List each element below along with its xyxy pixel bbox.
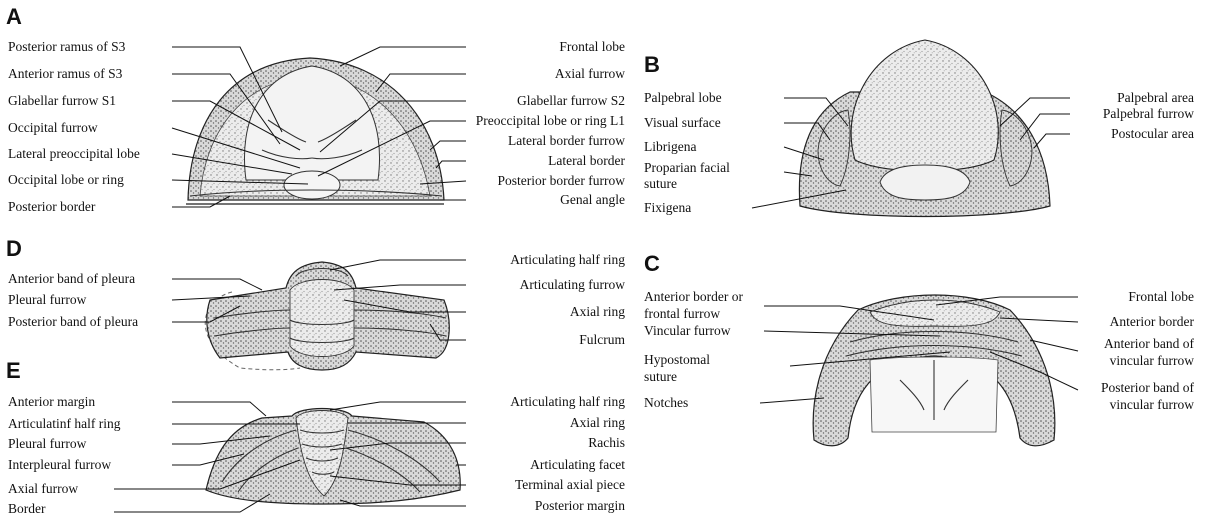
panel-a-right-labels: Frontal lobe Axial furrow Glabellar furr… bbox=[476, 39, 626, 207]
label-vincular-furrow: Vincular furrow bbox=[644, 323, 731, 338]
label-border: Border bbox=[8, 501, 46, 515]
label-terminal-axial-piece: Terminal axial piece bbox=[515, 477, 625, 492]
label-posterior-band-of-pleura: Posterior band of pleura bbox=[8, 314, 138, 329]
label-lateral-border: Lateral border bbox=[548, 153, 625, 168]
label-rachis: Rachis bbox=[588, 435, 625, 450]
label-hypostomal-suture: suture bbox=[644, 369, 677, 384]
panel-d: D Anterior band of pleura Pleural furrow bbox=[6, 236, 625, 370]
label-articulating-facet: Articulating facet bbox=[530, 457, 625, 472]
label-preoccipital-lobe: Preoccipital lobe or ring L1 bbox=[476, 113, 625, 128]
label-notches: Notches bbox=[644, 395, 688, 410]
label-visual-surface: Visual surface bbox=[644, 115, 721, 130]
panel-a-cephalon-drawing bbox=[186, 58, 444, 204]
panel-a-left-labels: Posterior ramus of S3 Anterior ramus of … bbox=[8, 39, 140, 214]
panel-b-letter: B bbox=[644, 52, 660, 77]
label-d-articulating-half-ring: Articulating half ring bbox=[510, 252, 625, 267]
label-palpebral-furrow: Palpebral furrow bbox=[1103, 106, 1194, 121]
label-posterior-border: Posterior border bbox=[8, 199, 96, 214]
label-genal-angle: Genal angle bbox=[560, 192, 625, 207]
label-anterior-margin: Anterior margin bbox=[8, 394, 95, 409]
label-hypostomal: Hypostomal bbox=[644, 352, 710, 367]
panel-a-letter: A bbox=[6, 4, 22, 29]
panel-e-letter: E bbox=[6, 358, 21, 383]
label-fixigena: Fixigena bbox=[644, 200, 691, 215]
panel-d-letter: D bbox=[6, 236, 22, 261]
label-palpebral-lobe: Palpebral lobe bbox=[644, 90, 722, 105]
label-anterior-border-or: Anterior border or bbox=[644, 289, 743, 304]
panel-c-hypostome-drawing bbox=[813, 295, 1055, 446]
panel-c: C Anterior border or frontal furrow Vinc… bbox=[644, 251, 1195, 446]
label-articulatinf-half-ring: Articulatinf half ring bbox=[8, 416, 121, 431]
label-lateral-preoccipital-lobe: Lateral preoccipital lobe bbox=[8, 146, 140, 161]
label-fulcrum: Fulcrum bbox=[579, 332, 625, 347]
label-interpleural-furrow: Interpleural furrow bbox=[8, 457, 111, 472]
panel-d-thoracic-segment-drawing bbox=[205, 262, 449, 370]
label-axial-furrow: Axial furrow bbox=[555, 66, 625, 81]
label-frontal-furrow: frontal furrow bbox=[644, 306, 720, 321]
label-anterior-band-vincular: vincular furrow bbox=[1110, 353, 1195, 368]
panel-c-letter: C bbox=[644, 251, 660, 276]
label-glabellar-furrow-s2: Glabellar furrow S2 bbox=[517, 93, 625, 108]
label-posterior-band: Posterior band of bbox=[1101, 380, 1194, 395]
label-posterior-margin: Posterior margin bbox=[535, 498, 625, 513]
label-e-axial-furrow: Axial furrow bbox=[8, 481, 78, 496]
label-suture: suture bbox=[644, 176, 677, 191]
label-postocular-area: Postocular area bbox=[1111, 126, 1194, 141]
panel-b-cephalon-drawing bbox=[799, 40, 1050, 217]
label-c-frontal-lobe: Frontal lobe bbox=[1128, 289, 1194, 304]
label-palpebral-area: Palpebral area bbox=[1117, 90, 1194, 105]
panel-a: A bbox=[6, 4, 626, 214]
label-occipital-furrow: Occipital furrow bbox=[8, 120, 98, 135]
label-lateral-border-furrow: Lateral border furrow bbox=[508, 133, 625, 148]
label-c-anterior-border: Anterior border bbox=[1110, 314, 1195, 329]
label-occipital-lobe-or-ring: Occipital lobe or ring bbox=[8, 172, 124, 187]
label-posterior-band-vincular: vincular furrow bbox=[1110, 397, 1195, 412]
label-articulating-furrow: Articulating furrow bbox=[520, 277, 626, 292]
label-e-axial-ring: Axial ring bbox=[570, 415, 625, 430]
label-anterior-band-of-pleura: Anterior band of pleura bbox=[8, 271, 135, 286]
label-d-axial-ring: Axial ring bbox=[570, 304, 625, 319]
label-frontal-lobe: Frontal lobe bbox=[559, 39, 625, 54]
label-proparian-facial: Proparian facial bbox=[644, 160, 730, 175]
label-e-articulating-half-ring: Articulating half ring bbox=[510, 394, 625, 409]
label-posterior-ramus-s3: Posterior ramus of S3 bbox=[8, 39, 126, 54]
label-d-pleural-furrow: Pleural furrow bbox=[8, 292, 87, 307]
label-anterior-ramus-s3: Anterior ramus of S3 bbox=[8, 66, 123, 81]
label-glabellar-furrow-s1: Glabellar furrow S1 bbox=[8, 93, 116, 108]
label-anterior-band: Anterior band of bbox=[1104, 336, 1194, 351]
label-posterior-border-furrow: Posterior border furrow bbox=[498, 173, 626, 188]
panel-e: E Anterior marg bbox=[6, 358, 625, 515]
panel-b: B Palpebral lobe Visual surface Librigen… bbox=[644, 40, 1194, 217]
label-e-pleural-furrow: Pleural furrow bbox=[8, 436, 87, 451]
label-librigena: Librigena bbox=[644, 139, 696, 154]
